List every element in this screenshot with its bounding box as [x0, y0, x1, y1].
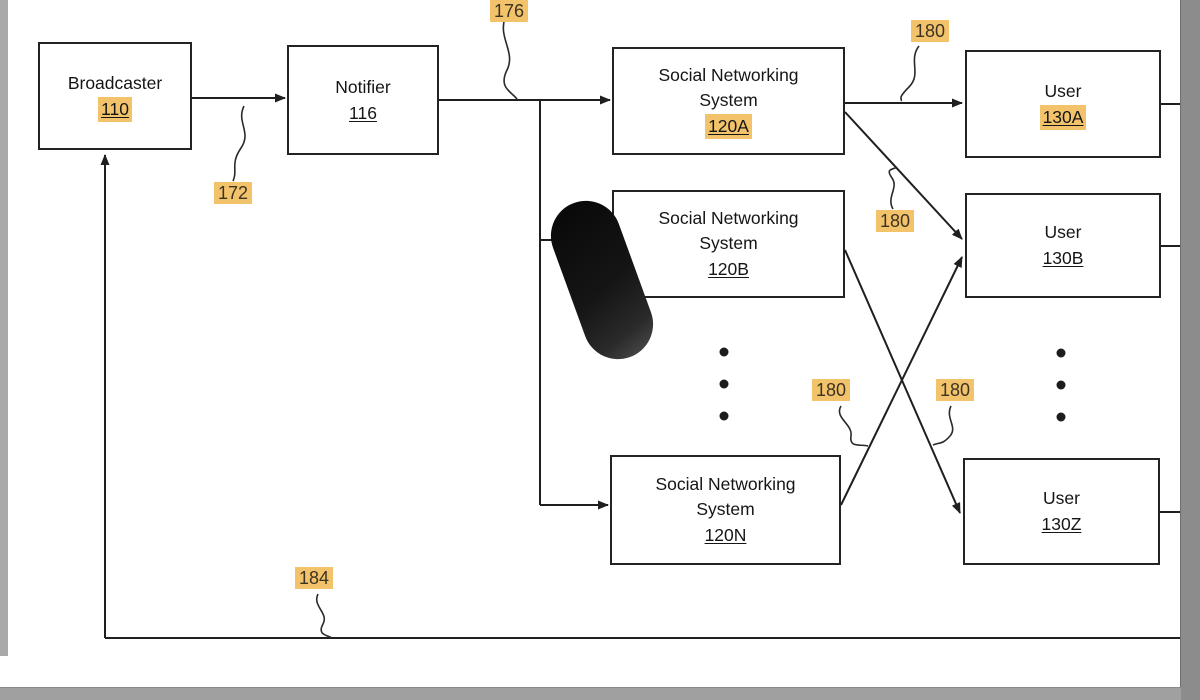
callout-184: 184 [295, 567, 334, 589]
sns-n-ref: 120N [704, 525, 747, 545]
broadcaster-box: Broadcaster 110 [38, 42, 192, 150]
callout-180-top: 180 [911, 20, 950, 42]
callout-176: 176 [490, 0, 529, 22]
vertical-ellipsis-sns [719, 347, 729, 421]
callout-180-left: 180 [812, 379, 851, 401]
user-a-box: User 130A [965, 50, 1161, 158]
sns-b-label-line2: System [699, 233, 758, 253]
leader-squiggle-180-top [900, 45, 920, 102]
arrow-sns-n-to-user-b [840, 256, 963, 506]
leader-squiggle-180-left [838, 405, 869, 447]
sns-n-label-line2: System [696, 499, 755, 519]
user-a-ref: 130A [1039, 104, 1087, 130]
sns-n-label-line1: Social Networking [655, 474, 796, 494]
notifier-label: Notifier [335, 76, 391, 97]
sns-b-label-line1: Social Networking [658, 208, 799, 228]
notifier-box: Notifier 116 [287, 45, 439, 155]
sns-a-ref: 120A [705, 114, 752, 139]
sns-b-ref: 120B [708, 259, 749, 279]
page-edge-right [1180, 0, 1200, 700]
sns-a-label-line2: System [699, 90, 758, 110]
user-z-ref: 130Z [1041, 514, 1082, 534]
vertical-ellipsis-users [1056, 348, 1066, 422]
broadcaster-label: Broadcaster [67, 72, 163, 93]
sns-a-label-line1: Social Networking [658, 65, 799, 85]
leader-squiggle-172 [232, 105, 246, 182]
user-a-label: User [1044, 80, 1082, 101]
callout-172: 172 [214, 182, 253, 204]
social-networking-system-n-box: Social Networking System 120N [610, 455, 841, 565]
user-z-label: User [1043, 488, 1080, 508]
user-z-box: User 130Z [963, 458, 1160, 565]
leader-squiggle-176 [502, 17, 518, 100]
leader-squiggle-180-right [932, 405, 954, 446]
page-edge-bottom [0, 687, 1181, 700]
social-networking-system-a-box: Social Networking System 120A [612, 47, 845, 155]
broadcaster-ref: 110 [98, 96, 132, 122]
leader-squiggle-180-mid [888, 166, 898, 210]
callout-180-mid: 180 [876, 210, 915, 232]
leader-squiggle-184 [315, 593, 333, 639]
page-edge-left [0, 0, 8, 656]
callout-180-right: 180 [936, 379, 975, 401]
arrow-sns-a-to-user-b [844, 111, 963, 240]
user-b-label: User [1044, 222, 1082, 242]
notifier-ref: 116 [349, 102, 377, 123]
arrow-sns-b-to-user-z [844, 249, 961, 514]
social-networking-system-b-box: Social Networking System 120B [612, 190, 845, 298]
user-b-ref: 130B [1042, 248, 1084, 268]
user-b-box: User 130B [965, 193, 1161, 298]
